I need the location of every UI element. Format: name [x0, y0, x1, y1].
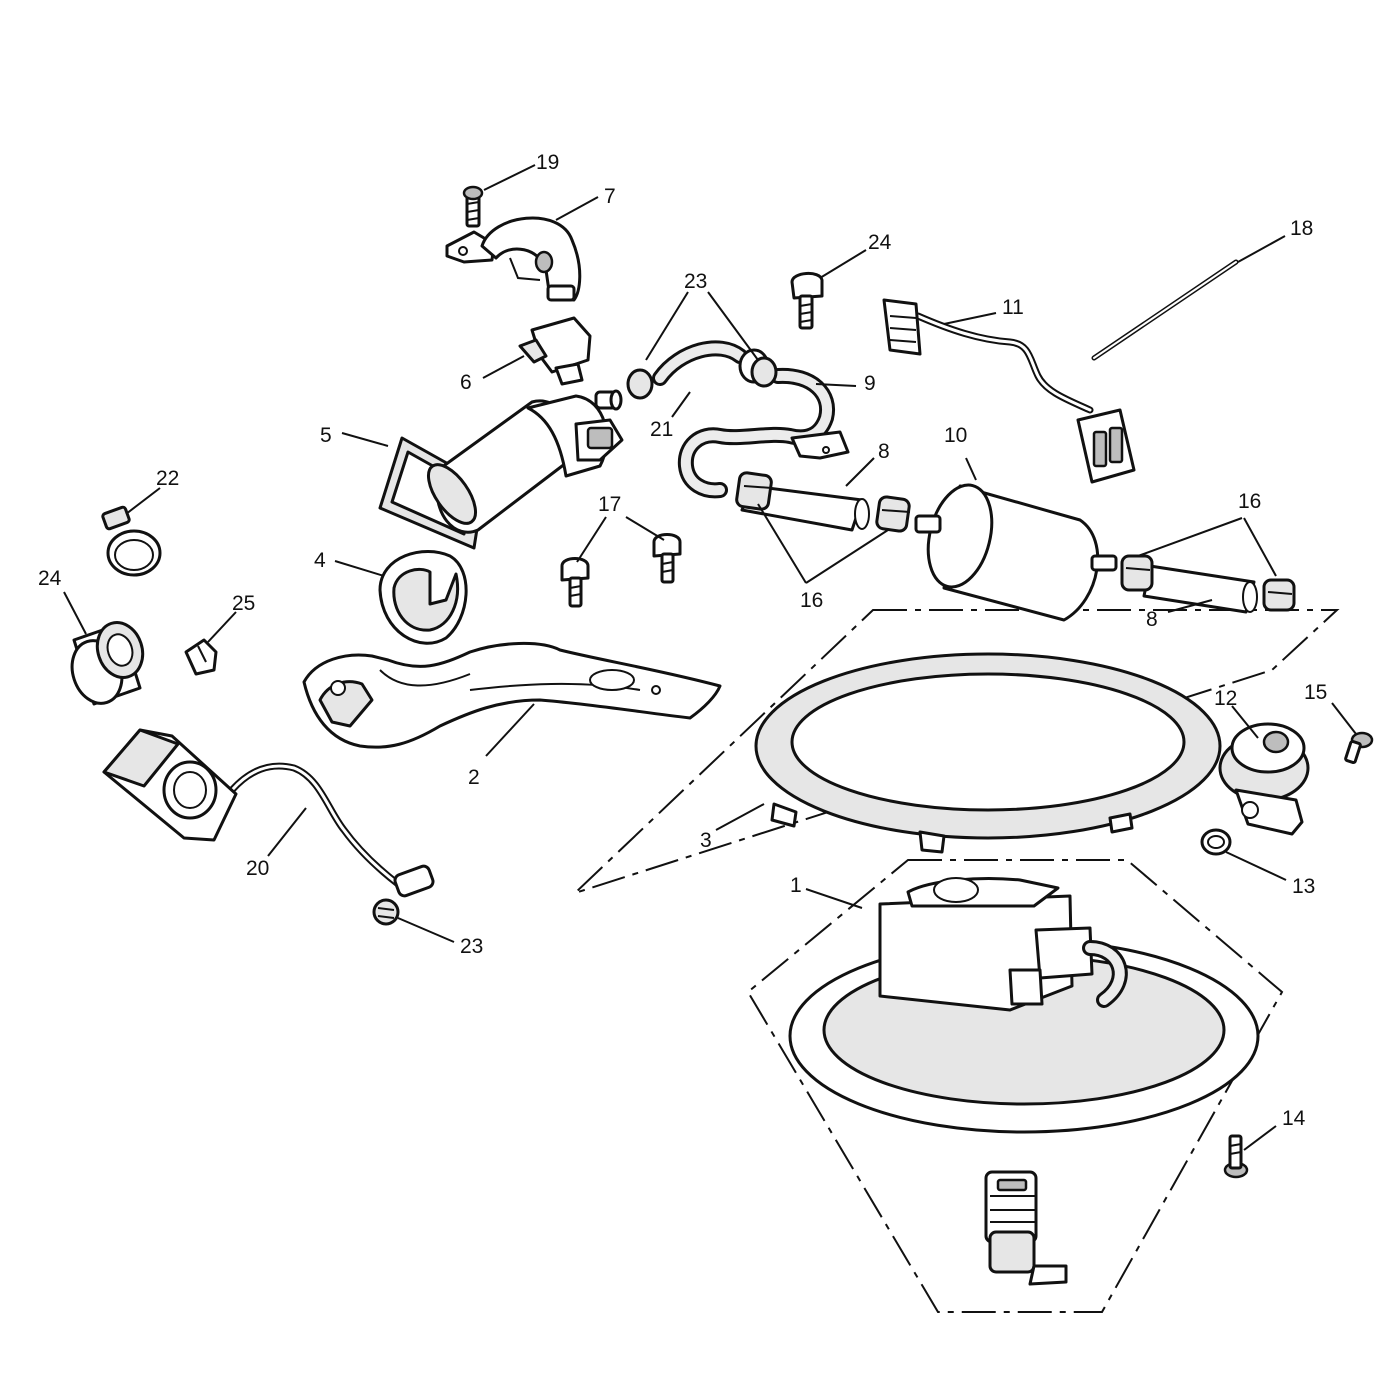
- isolator-4: [378, 549, 468, 645]
- callout-8-upper: 8: [878, 440, 890, 463]
- callout-1: 1: [790, 874, 802, 897]
- callout-24-top: 24: [868, 231, 892, 254]
- fuel-filter-10: [914, 483, 1118, 622]
- module-cover-1: [788, 877, 1260, 1134]
- callout-6: 6: [460, 371, 472, 394]
- screw-15: [1344, 731, 1374, 765]
- callout-14: 14: [1282, 1107, 1306, 1130]
- screw-14: [1223, 1134, 1249, 1179]
- o-ring-13: [1200, 828, 1232, 856]
- screws-17: [560, 533, 682, 608]
- callout-25: 25: [232, 592, 255, 615]
- callout-2: 2: [468, 766, 480, 789]
- callout-7: 7: [604, 185, 616, 208]
- callout-18: 18: [1290, 217, 1313, 240]
- callout-3: 3: [700, 829, 712, 852]
- callout-15: 15: [1304, 681, 1327, 704]
- callout-23-top: 23: [684, 270, 707, 293]
- callout-16-right: 16: [1238, 490, 1261, 513]
- screw-24-top: [790, 272, 824, 330]
- callout-24-left: 24: [38, 567, 62, 590]
- callout-20: 20: [246, 857, 269, 880]
- callout-12: 12: [1214, 687, 1237, 710]
- callout-23-bottom: 23: [460, 935, 483, 958]
- hose-clamp-22: [101, 505, 162, 577]
- callout-21: 21: [650, 418, 673, 441]
- wiring-harness-20: [102, 728, 435, 898]
- pressure-regulator-12: [1218, 722, 1310, 836]
- fuel-level-sensor: [984, 1170, 1068, 1286]
- fuel-hose-21-9: [626, 340, 850, 499]
- hose-8-upper: [735, 471, 911, 533]
- grommet-24-left: [70, 621, 145, 706]
- screw-19: [462, 185, 484, 228]
- clip-25: [184, 638, 218, 676]
- connector-6: [518, 316, 592, 386]
- leader-lines: [63, 164, 1357, 1151]
- callout-9: 9: [864, 372, 876, 395]
- fuel-pump-5: [378, 389, 624, 550]
- callout-13: 13: [1292, 875, 1315, 898]
- grommet-23-bottom: [372, 898, 400, 926]
- pump-bracket-7: [445, 216, 582, 302]
- callout-numbers: 19 7 6 5 4 2 3 1 23 21 9 8 24 11 18 10 1…: [38, 151, 1327, 1130]
- assembly-boundary-lines: [574, 609, 1340, 1313]
- callout-8-lower: 8: [1146, 608, 1158, 631]
- callout-22: 22: [156, 467, 179, 490]
- callout-11: 11: [1002, 296, 1024, 319]
- callout-17: 17: [598, 493, 621, 516]
- tie-strap-18: [1091, 259, 1239, 361]
- callout-16-left: 16: [800, 589, 823, 612]
- reservoir-bracket-2: [302, 642, 722, 749]
- callout-10: 10: [944, 424, 967, 447]
- callout-4: 4: [314, 549, 326, 572]
- sensor-harness-11: [882, 298, 1136, 484]
- seal-ring-3: [754, 652, 1222, 854]
- hose-8-lower: [1120, 554, 1296, 614]
- callout-5: 5: [320, 424, 332, 447]
- callout-19: 19: [536, 151, 559, 174]
